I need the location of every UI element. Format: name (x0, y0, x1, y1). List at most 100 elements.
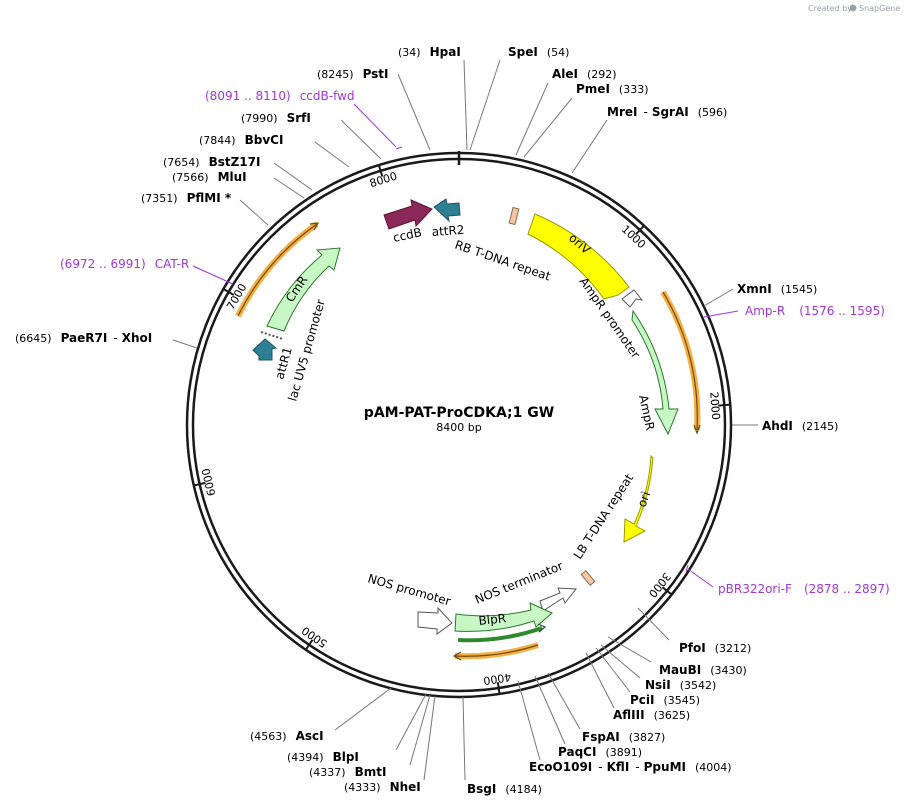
primer-labels: (8091 .. 8110)ccdB-fwd (6972 .. 6991)CAT… (60, 89, 890, 596)
site-xmni: XmnI(1545) (737, 282, 817, 296)
snapgene-logo: SnapGene (849, 4, 900, 13)
leader-psti (397, 73, 431, 151)
leader-afliii (585, 652, 615, 709)
rb-tdna-feature (508, 206, 520, 226)
site-pmei: PmeI(333) (576, 82, 649, 96)
tick-mark-8000 (377, 164, 384, 177)
leader-asci (334, 687, 392, 731)
site-labels: (34)HpaI SpeI(54) AleI(292) PmeI(333) Mr… (15, 45, 838, 796)
tick-mark-1000 (635, 224, 645, 236)
site-asci: (4563)AscI (250, 729, 324, 743)
leader-xmni (703, 288, 734, 307)
primer-leader-cat-r (192, 265, 234, 285)
tick-mark-5000 (304, 639, 314, 651)
attR1-feature (252, 338, 278, 361)
leader-bbvci (314, 141, 350, 168)
tick-label-6000: 6000 (199, 467, 218, 497)
dotted-marker (260, 331, 284, 340)
ori-feature (623, 454, 654, 543)
leader-pcii (595, 647, 631, 693)
leader-alei (515, 82, 549, 156)
rb-tdna-label: RB T-DNA repeat (453, 238, 553, 284)
leader-pflmi (239, 199, 269, 226)
primer-amp-r: Amp-R(1576 .. 1595) (745, 304, 885, 318)
credit-brand: SnapGene (859, 4, 900, 13)
cat-r-primer-head (309, 222, 320, 231)
tick-mark-4000 (496, 681, 501, 695)
tick-label-5000: 5000 (299, 624, 329, 651)
blpr-primer-arc (457, 626, 543, 643)
primer-leader-pbr322 (687, 568, 714, 588)
tick-mark-3000 (661, 586, 673, 596)
leader-fspai (547, 672, 581, 730)
tick-label-4000: 4000 (482, 670, 512, 687)
primer-leader-ccdb-fwd (353, 103, 397, 148)
primer-leader-lines (192, 103, 739, 588)
site-spei: SpeI(54) (508, 45, 569, 59)
ori-label: ori (635, 490, 653, 509)
leader-paqci (534, 675, 566, 745)
amp-r-primer-head (693, 424, 701, 435)
site-paqci: PaqCI(3891) (558, 745, 642, 759)
site-hpai: (34)HpaI (398, 45, 461, 59)
site-mrei-sgrai: MreI-SgrAI(596) (607, 105, 727, 119)
tick-label-3000: 3000 (646, 570, 674, 600)
leader-bsgi (462, 696, 466, 781)
ccdB-label: ccdB (392, 225, 423, 245)
primer-mark-ccdb-fwd (395, 146, 403, 150)
tick-mark-7000 (222, 288, 235, 296)
primer-ccdb-fwd: (8091 .. 8110)ccdB-fwd (205, 89, 355, 103)
oriV-feature (527, 213, 630, 300)
leader-bstz17i (273, 162, 313, 191)
ampr-feature (631, 309, 679, 436)
leader-sgrai (571, 119, 608, 174)
site-ecoo109i-kfli-ppumi: EcoO109I-KflI-PpuMI(4004) (529, 760, 732, 774)
site-nsii: NsiI(3542) (645, 678, 716, 692)
orange-arc-lower-line (454, 644, 539, 657)
lb-tdna-feature (580, 570, 596, 586)
site-pflmi: (7351)PflMI * (141, 191, 232, 205)
leader-pmei (523, 97, 573, 158)
plasmid-length: 8400 bp (436, 421, 481, 434)
leader-nhei (423, 695, 436, 781)
site-bmti: (4337)BmtI (309, 765, 386, 779)
blpr-label: BlpR (478, 611, 507, 628)
site-mlui: (7566)MluI (172, 170, 247, 184)
site-pcii: PciI(3545) (630, 693, 700, 707)
site-leader-lines (172, 59, 758, 781)
ampr-promoter-feature (621, 289, 644, 308)
site-afliii: AflIII(3625) (613, 708, 690, 722)
tick-label-2000: 2000 (707, 391, 722, 420)
nos-terminator-feature (539, 587, 577, 612)
site-bsgi: BsgI(4184) (467, 782, 542, 796)
leader-srfi (340, 119, 382, 160)
leader-blpi (395, 693, 427, 751)
site-bstz17i: (7654)BstZ17I (163, 155, 260, 169)
site-pfoi: PfoI(3212) (679, 641, 751, 655)
orange-arc-lower-head (452, 651, 462, 661)
primer-leader-amp-r (703, 310, 739, 318)
site-bbvci: (7844)BbvCI (199, 133, 283, 147)
lb-tdna-label: LB T-DNA repeat (571, 471, 637, 562)
cat-r-primer-line (237, 223, 318, 317)
primer-cat-r: (6972 .. 6991)CAT-R (60, 257, 189, 271)
plasmid-name: pAM-PAT-ProCDKA;1 GW (364, 405, 554, 421)
blpr-feature (454, 602, 553, 632)
site-blpi: (4394)BlpI (287, 750, 359, 764)
site-psti: (8245)PstI (317, 67, 389, 81)
ampr-label: AmpR (636, 394, 657, 432)
tick-mark-6000 (193, 481, 206, 487)
leader-ppumi (517, 680, 541, 761)
leader-nsii (600, 644, 641, 679)
attR2-feature (433, 198, 461, 223)
leader-bmti (409, 694, 431, 766)
ccdB-feature (383, 199, 433, 230)
primer-pbr322ori-f: pBR322ori-F(2878 .. 2897) (718, 582, 890, 596)
site-srfi: (7990)SrfI (241, 111, 311, 125)
leader-spei (469, 59, 501, 151)
nos-promoter-label: NOS promoter (366, 571, 452, 608)
leader-maubi (607, 636, 652, 663)
leader-mlui (273, 177, 305, 199)
site-fspai: FspAI(3827) (582, 730, 665, 744)
